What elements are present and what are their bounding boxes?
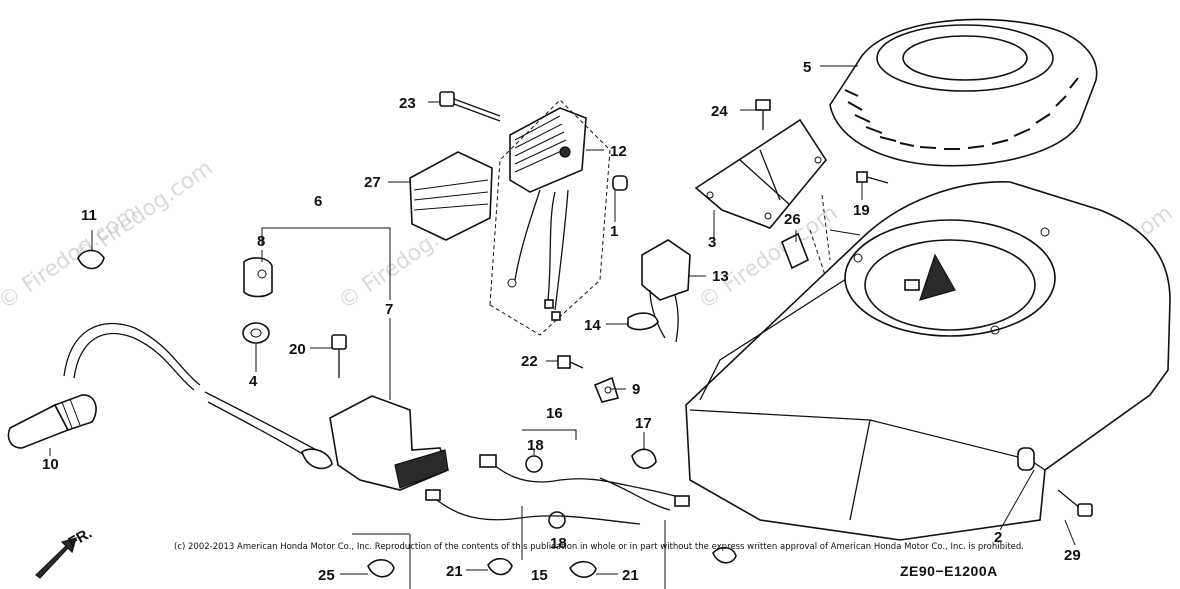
- bolt-29-part: [1057, 489, 1093, 517]
- part-label-15: 15: [531, 567, 548, 584]
- part-label-21b: 21: [622, 567, 639, 584]
- part-label-29: 29: [1064, 547, 1081, 564]
- spacer-26-part: [780, 194, 831, 276]
- copyright-notice: (c) 2002-2013 American Honda Motor Co., …: [174, 542, 1024, 552]
- part-label-27: 27: [364, 174, 381, 191]
- part-label-22: 22: [521, 353, 538, 370]
- mount-4-part: [242, 322, 270, 344]
- part-label-4: 4: [249, 373, 258, 390]
- clip-11-part: [77, 230, 105, 270]
- part-label-9: 9: [632, 381, 640, 398]
- fan-cover-part: [829, 18, 1098, 167]
- screw-22-part: [557, 355, 584, 369]
- part-label-5: 5: [803, 59, 811, 76]
- ignition-coil-7-part: [63, 323, 450, 491]
- part-label-18a: 18: [527, 437, 544, 454]
- part-labels: 5 23 24 12 27 6 19 11 1 26 3 8 13 7 14 2…: [42, 59, 1081, 584]
- harness-16-part: [479, 429, 691, 511]
- part-label-1: 1: [610, 223, 618, 240]
- part-label-2: 2: [994, 529, 1002, 546]
- direction-arrow: FR.: [35, 525, 95, 579]
- part-label-24: 24: [711, 103, 728, 120]
- part-label-26: 26: [784, 211, 801, 228]
- part-label-23: 23: [399, 95, 416, 112]
- bolt-23-part: [439, 91, 501, 122]
- diagram-code: ZE90−E1200A: [900, 563, 998, 579]
- part-label-10: 10: [42, 456, 59, 473]
- box-27-part: [409, 151, 493, 241]
- clip-17-part: [631, 448, 657, 469]
- bracket-part: [694, 118, 827, 229]
- group-bracket-6: [261, 227, 391, 300]
- part-label-13: 13: [712, 268, 729, 285]
- part-label-8: 8: [257, 233, 265, 250]
- part-label-11: 11: [81, 207, 97, 224]
- leader-lines: [49, 65, 1076, 575]
- spacer-1-part: [612, 175, 628, 191]
- clip-21-part: [487, 557, 597, 578]
- bolt-20-part: [331, 334, 347, 378]
- clamp-9-part: [593, 376, 620, 403]
- part-label-21a: 21: [446, 563, 463, 580]
- part-label-14: 14: [584, 317, 601, 334]
- part-label-6: 6: [314, 193, 322, 210]
- regulator-12-part: [489, 99, 611, 336]
- part-label-3: 3: [708, 234, 716, 251]
- mount-8-part: [243, 257, 273, 298]
- engine-shroud-part: [685, 181, 1171, 541]
- part-label-7: 7: [385, 301, 393, 318]
- bolt-24-part: [755, 99, 771, 130]
- part-label-20: 20: [289, 341, 306, 358]
- part-label-18b: 18: [550, 535, 567, 552]
- part-label-19: 19: [853, 202, 870, 219]
- wire-15-part: [425, 489, 666, 589]
- part-label-12: 12: [610, 143, 627, 160]
- bolt-19-part: [856, 171, 889, 184]
- clip-bottom-part: [712, 546, 737, 564]
- plug-cap-10-part: [7, 394, 97, 449]
- part-label-25: 25: [318, 567, 335, 584]
- clip-14-part: [627, 312, 659, 331]
- part-label-17: 17: [635, 415, 652, 432]
- part-label-16: 16: [546, 405, 563, 422]
- clip-25-part: [352, 533, 411, 589]
